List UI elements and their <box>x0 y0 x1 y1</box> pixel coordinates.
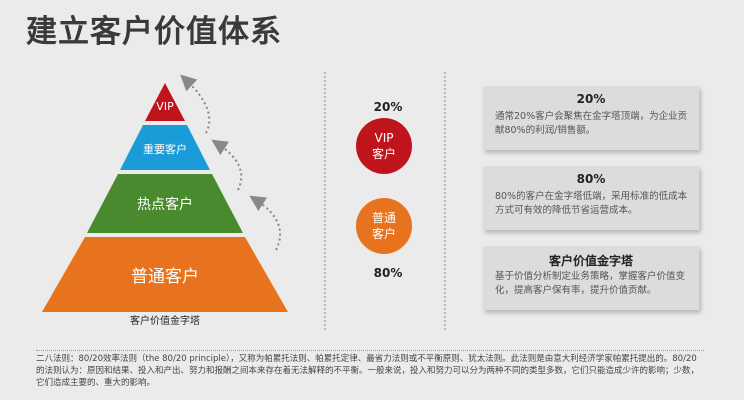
arrow-to-vip-icon <box>180 74 211 134</box>
vip-circle-line1: VIP <box>374 131 394 145</box>
top-percent: 20% <box>373 100 403 114</box>
arrow-to-important-icon <box>211 139 243 191</box>
card-body: 基于价值分析制定业务策略，掌握客户价值变化，提高客户保有率，提升价值贡献。 <box>495 271 686 296</box>
card-20-percent: 20% 通常20%客户会聚焦在金字塔顶端，为企业贡献80%的利润/销售额。 <box>483 86 699 150</box>
divider-right <box>444 72 446 330</box>
card-title: 客户价值金字塔 <box>548 254 633 268</box>
pyramid-tier-important <box>120 125 210 170</box>
pyramid-tier-vip <box>145 83 185 121</box>
normal-circle-line1: 普通 <box>371 211 396 225</box>
card-title: 80% <box>576 172 606 186</box>
pyramid-label-important: 重要客户 <box>143 143 187 156</box>
bottom-percent: 80% <box>373 266 403 280</box>
card-80-percent: 80% 80%的客户在金字塔低端，采用标准的低成本方式可有效的降低节省运营成本。 <box>483 166 699 230</box>
card-pyramid: 客户价值金字塔 基于价值分析制定业务策略，掌握客户价值变化，提高客户保有率，提升… <box>483 246 699 310</box>
arrow-to-hot-icon <box>249 195 281 251</box>
card-title: 20% <box>576 92 606 106</box>
pyramid-label-hot: 热点客户 <box>137 197 193 213</box>
footer-note: 二八法则：80/20效率法则（the 80/20 principle），又称为帕… <box>36 350 704 389</box>
divider-left <box>324 72 326 330</box>
card-body: 80%的客户在金字塔低端，采用标准的低成本方式可有效的降低节省运营成本。 <box>495 191 688 216</box>
card-body: 通常20%客户会聚焦在金字塔顶端，为企业贡献80%的利润/销售额。 <box>495 111 688 136</box>
vip-circle: VIP 客户 <box>356 118 412 174</box>
pyramid-tier-hot <box>87 174 243 233</box>
normal-circle: 普通 客户 <box>356 198 412 254</box>
page-title: 建立客户价值体系 <box>26 14 282 50</box>
vip-circle-line2: 客户 <box>371 147 396 161</box>
pyramid-caption: 客户价值金字塔 <box>130 316 200 327</box>
pyramid-tier-normal <box>42 237 288 312</box>
pyramid-label-vip: VIP <box>156 100 174 113</box>
normal-circle-line2: 客户 <box>371 227 396 241</box>
pyramid-label-normal: 普通客户 <box>131 267 199 287</box>
